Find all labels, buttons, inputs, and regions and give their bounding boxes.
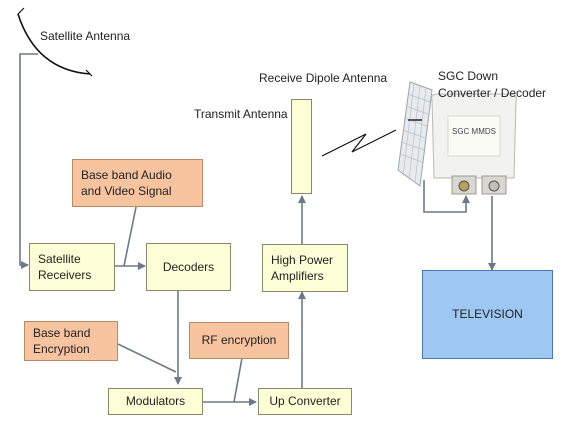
transmit-antenna-icon xyxy=(291,99,312,194)
sgc-title-label: SGC Down Converter / Decoder xyxy=(438,69,547,101)
satellite-dish-icon xyxy=(17,13,91,75)
signal-wires xyxy=(19,53,496,406)
high-power-amplifiers-box: High Power Amplifiers xyxy=(262,244,348,292)
device-model-label: SGC MMDS xyxy=(452,127,496,136)
rf-encryption-box: RF encryption xyxy=(189,322,289,359)
decoders-box: Decoders xyxy=(146,243,231,291)
modulators-box: Modulators xyxy=(108,388,203,415)
baseband-encryption-box: Base band Encryption xyxy=(24,321,118,361)
up-converter-box: Up Converter xyxy=(258,388,352,415)
satellite-antenna-label: Satellite Antenna xyxy=(40,29,131,43)
satellite-receivers-box: Satellite Receivers xyxy=(29,243,115,291)
wireless-signal-icon xyxy=(321,129,397,157)
grid-antenna-icon xyxy=(397,81,433,187)
television-box: TELEVISION xyxy=(422,270,553,359)
dish-feed-arm xyxy=(17,7,93,77)
receive-dipole-antenna-label: Receive Dipole Antenna xyxy=(259,71,388,85)
transmit-antenna-label: Transmit Antenna xyxy=(194,107,288,121)
baseband-av-box: Base band Audio and Video Signal xyxy=(72,159,203,207)
down-converter-device-icon: SGC MMDS xyxy=(431,93,517,195)
